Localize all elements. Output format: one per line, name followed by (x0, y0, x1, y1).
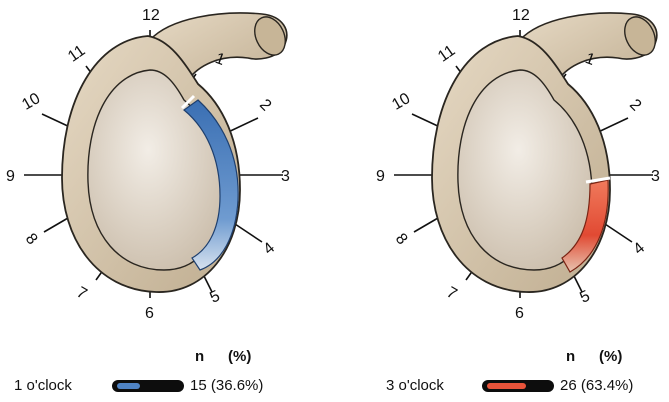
clock-label-5: 5 (577, 288, 592, 307)
clock-label-7: 7 (74, 284, 90, 303)
legend-label: 1 o'clock (14, 377, 72, 394)
n-header: n (566, 348, 575, 365)
clock-label-9: 9 (376, 168, 385, 185)
clock-label-11: 11 (65, 42, 88, 66)
clock-label-3: 3 (281, 168, 290, 185)
clock-label-3: 3 (651, 168, 660, 185)
percent-header: (%) (228, 348, 251, 365)
legend-3oclock: n (%) 3 o'clock 26 (63.4%) (356, 348, 656, 398)
clock-label-4: 4 (260, 239, 278, 258)
clock-label-6: 6 (515, 305, 524, 322)
clock-label-10: 10 (19, 90, 43, 114)
clock-label-4: 4 (630, 239, 648, 258)
legend-swatch (112, 380, 184, 392)
legend-label: 3 o'clock (386, 377, 444, 394)
clock-label-12: 12 (142, 7, 160, 24)
left-glenoid: 12 1 2 3 4 5 6 7 8 9 10 11 (6, 7, 291, 322)
clock-label-11: 11 (435, 42, 458, 66)
percent-header: (%) (599, 348, 622, 365)
clock-label-5: 5 (207, 288, 222, 307)
clock-label-10: 10 (389, 90, 413, 114)
clock-label-2: 2 (626, 96, 644, 114)
legend-swatch (482, 380, 554, 392)
legend-1oclock: n (%) 1 o'clock 15 (36.6%) (0, 348, 300, 398)
clock-label-9: 9 (6, 168, 15, 185)
right-glenoid: 12 1 2 3 4 5 6 7 8 9 10 11 (376, 7, 661, 322)
legend-swatch-fill (487, 383, 526, 389)
n-header: n (195, 348, 204, 365)
clock-label-8: 8 (392, 230, 411, 248)
clock-label-2: 2 (256, 96, 274, 114)
clock-label-6: 6 (145, 305, 154, 322)
clock-label-8: 8 (22, 230, 41, 248)
legend-count: 15 (36.6%) (190, 377, 263, 394)
clock-label-7: 7 (444, 284, 460, 303)
legend-count: 26 (63.4%) (560, 377, 633, 394)
clock-label-12: 12 (512, 7, 530, 24)
legend-swatch-fill (117, 383, 140, 389)
